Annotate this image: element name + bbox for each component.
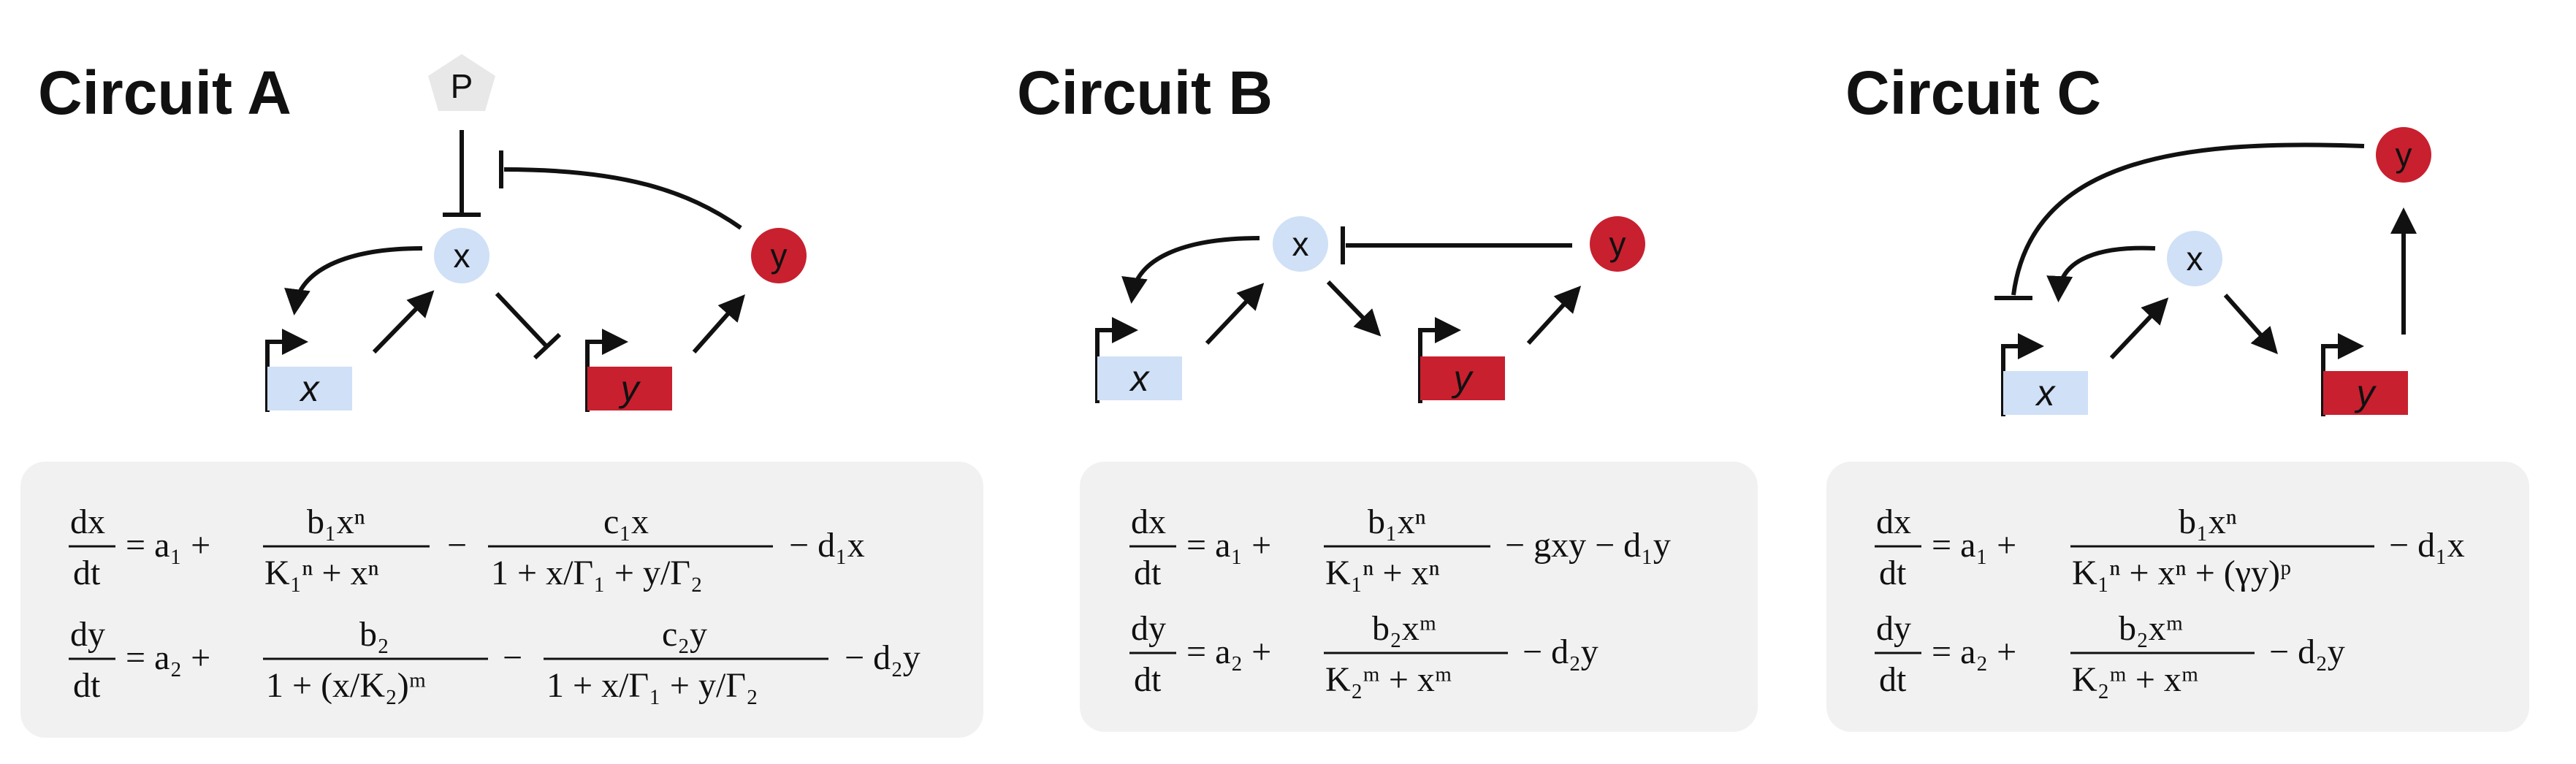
node-x (2167, 231, 2222, 286)
eq-lhs-den: dt (1134, 660, 1162, 699)
gene-y-box (587, 367, 672, 410)
x-activates-gene-x-edge (284, 246, 423, 316)
circuit-b: Circuit B x y x y dx dt = a₁ (1017, 58, 1758, 732)
eq-lhs-den: dt (1879, 660, 1907, 699)
eq-lhs-num: dy (1131, 609, 1166, 648)
eq-lhs-num: dy (70, 615, 105, 654)
node-x-label: x (2187, 240, 2203, 278)
y-inhibits-gene-x-edge (2011, 142, 2365, 296)
circuit-b-eq2: dy dt = a₂ + b₂xᵐ K₂ᵐ + xᵐ − d₂y (1129, 609, 1598, 699)
circuit-a: Circuit A P x y x y (20, 54, 983, 738)
eq-lhs-den: dt (1879, 554, 1907, 592)
eq-f1-num: b₂xᵐ (2119, 609, 2183, 648)
gene-x-label: x (300, 368, 321, 409)
gene-y-to-y-edge (692, 294, 745, 354)
eq-f1-den: K₁ⁿ + xⁿ (1325, 554, 1440, 592)
circuit-c-equation-panel (1826, 462, 2529, 732)
eq-const: = a₂ + (1932, 633, 2016, 671)
circuit-a-title: Circuit A (38, 58, 291, 127)
circuit-b-title: Circuit B (1017, 58, 1273, 127)
eq-f1-den: K₂ᵐ + xᵐ (1325, 660, 1452, 699)
x-inhibits-gene-y-edge (495, 291, 549, 348)
x-activates-gene-x-edge (2046, 245, 2156, 302)
gene-y-to-y-edge (1526, 286, 1582, 345)
circuit-c-title: Circuit C (1845, 58, 2101, 127)
node-y (1590, 216, 1645, 272)
eq-lhs-num: dx (1876, 503, 1911, 541)
inducer-p-shape (428, 54, 495, 111)
gene-x-to-x-edge (2109, 297, 2169, 360)
circuit-a-eq1: dx dt = a₁ + b₁xⁿ K₁ⁿ + xⁿ − c₁x 1 + x/Γ… (69, 503, 865, 592)
gene-y-box (1420, 356, 1505, 400)
eq-op: − (447, 526, 467, 565)
eq-tail: − d₁x (2389, 526, 2465, 565)
node-y-label: y (771, 237, 788, 275)
node-y (751, 228, 807, 283)
gene-y-box (2323, 371, 2408, 415)
eq-f2-num: c₂y (662, 615, 707, 654)
x-inhibits-gene-y-bar (533, 332, 562, 360)
eq-f1-num: b₁xⁿ (307, 503, 365, 541)
node-y-label: y (1609, 225, 1626, 263)
eq-lhs-den: dt (73, 666, 101, 705)
circuit-c: Circuit C y x x y dx dt = a₁ (1826, 58, 2529, 732)
eq-lhs-den: dt (1134, 554, 1162, 592)
node-y-label: y (2396, 136, 2412, 174)
x-activates-gene-x-edge (1121, 236, 1260, 304)
node-x (1273, 216, 1328, 272)
gene-x-box (2003, 371, 2088, 415)
gene-x-box (267, 367, 352, 410)
node-x-label: x (454, 237, 470, 275)
node-y (2376, 127, 2431, 183)
y-inhibits-edge (503, 167, 742, 230)
circuit-c-eq1: dx dt = a₁ + b₁xⁿ K₁ⁿ + xⁿ + (γy)ᵖ − d₁x (1875, 503, 2465, 592)
eq-tail: − d₂y (845, 638, 921, 677)
circuit-a-equation-panel (20, 462, 983, 738)
x-activates-gene-y-edge (2223, 294, 2278, 354)
gene-x-to-x-edge (1205, 283, 1265, 345)
eq-op: − (503, 638, 522, 677)
circuit-a-eq2: dy dt = a₂ + b₂ 1 + (x/K₂)ᵐ − c₂y 1 + x/… (69, 615, 921, 705)
x-activates-gene-y-edge (1326, 280, 1382, 337)
eq-tail: − gxy − d₁y (1505, 526, 1671, 565)
circuit-b-equation-panel (1080, 462, 1758, 732)
eq-lhs-num: dx (1131, 503, 1166, 541)
eq-f2-den: 1 + x/Γ₁ + y/Γ₂ (491, 554, 703, 592)
eq-f1-num: b₂ (359, 615, 389, 654)
gene-x-label: x (1129, 358, 1151, 399)
eq-f1-den: K₁ⁿ + xⁿ (264, 554, 379, 592)
node-x-label: x (1292, 225, 1309, 263)
inducer-p-label: P (451, 67, 473, 105)
eq-f1-num: b₂xᵐ (1372, 609, 1436, 648)
gene-x-to-x-edge (372, 290, 435, 354)
eq-f2-den: 1 + x/Γ₁ + y/Γ₂ (546, 666, 758, 705)
circuit-b-eq1: dx dt = a₁ + b₁xⁿ K₁ⁿ + xⁿ − gxy − d₁y (1129, 503, 1671, 592)
eq-const: = a₂ + (126, 638, 210, 677)
gene-x-label: x (2035, 373, 2057, 413)
node-x (434, 228, 489, 283)
eq-f1-num: b₁xⁿ (2179, 503, 2237, 541)
eq-tail: − d₂y (2269, 633, 2345, 671)
eq-const: = a₁ + (1932, 526, 2016, 565)
eq-tail: − d₁x (789, 526, 865, 565)
gene-y-label: y (1452, 358, 1474, 399)
eq-tail: − d₂y (1523, 633, 1598, 671)
eq-lhs-num: dy (1876, 609, 1911, 648)
eq-f2-num: c₁x (603, 503, 649, 541)
gene-y-label: y (619, 368, 641, 409)
eq-lhs-num: dx (70, 503, 105, 541)
eq-f1-den: K₁ⁿ + xⁿ + (γy)ᵖ (2072, 554, 2291, 592)
eq-f1-num: b₁xⁿ (1368, 503, 1426, 541)
eq-const: = a₁ + (126, 526, 210, 565)
eq-lhs-den: dt (73, 554, 101, 592)
circuit-c-eq2: dy dt = a₂ + b₂xᵐ K₂ᵐ + xᵐ − d₂y (1875, 609, 2345, 699)
gene-y-label: y (2355, 373, 2377, 413)
gene-x-box (1097, 356, 1182, 400)
eq-const: = a₁ + (1186, 526, 1271, 565)
eq-f1-den: 1 + (x/K₂)ᵐ (266, 666, 426, 705)
eq-const: = a₂ + (1186, 633, 1271, 671)
eq-f1-den: K₂ᵐ + xᵐ (2072, 660, 2198, 699)
